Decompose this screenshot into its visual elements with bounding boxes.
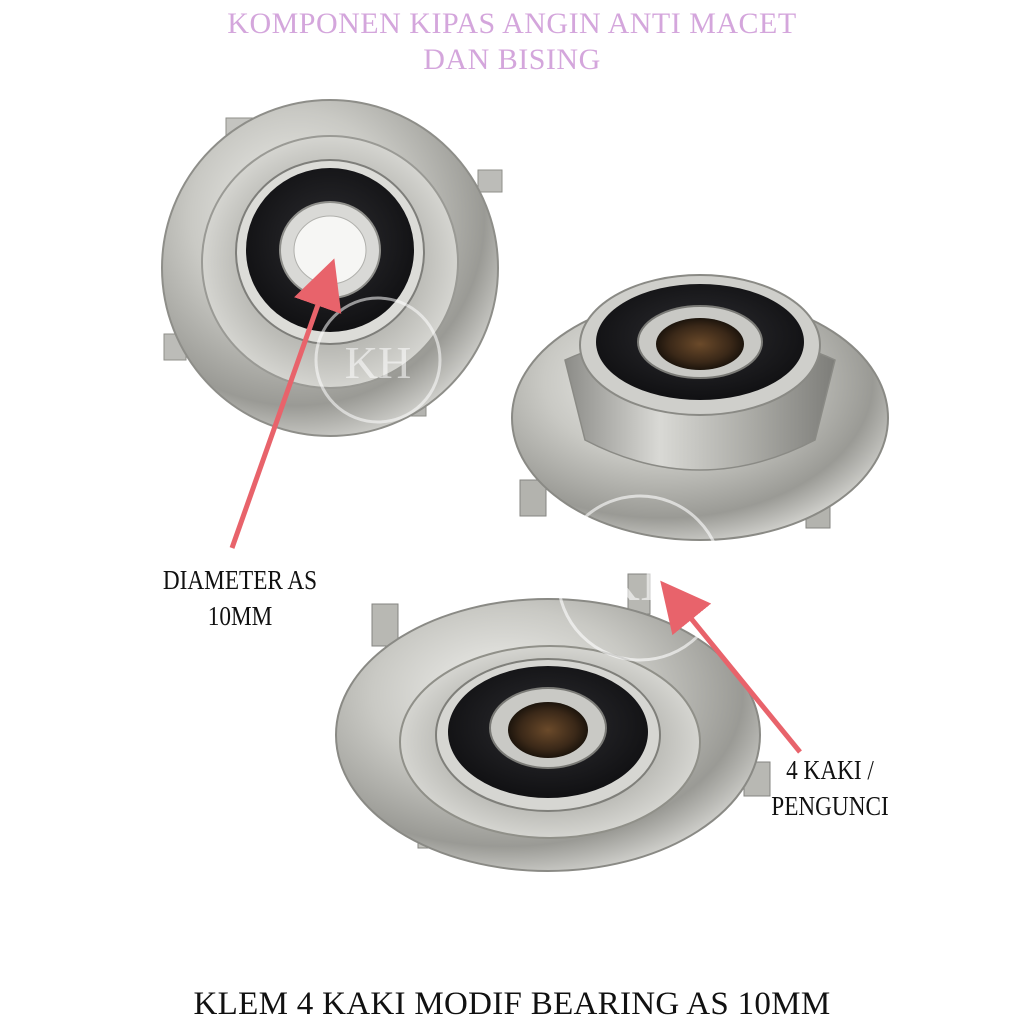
watermark-ring xyxy=(314,296,442,424)
bearing-clamp-bottom xyxy=(335,573,771,872)
diameter-arrow xyxy=(229,258,342,549)
shaft-hole xyxy=(656,318,744,370)
legs-arrow xyxy=(660,580,802,754)
legs-annotation: 4 KAKI / PENGUNCI xyxy=(770,752,890,824)
clamp-leg xyxy=(371,603,399,647)
clamp-leg xyxy=(519,479,547,517)
watermark-monogram: KH xyxy=(597,547,684,613)
watermark-stamp-lower: KH xyxy=(556,494,724,662)
page-title: KOMPONEN KIPAS ANGIN ANTI MACET DAN BISI… xyxy=(0,6,1024,78)
diameter-annotation: DIAMETER AS 10MM xyxy=(154,562,326,634)
shaft-hole xyxy=(508,702,588,758)
bearing-clamp-top-left xyxy=(161,99,503,437)
watermark-stamp-upper: KH xyxy=(314,296,442,424)
diameter-line-2: 10MM xyxy=(207,601,273,631)
title-line-2: DAN BISING xyxy=(423,43,601,76)
diameter-line-1: DIAMETER AS xyxy=(162,565,318,595)
watermark-ring xyxy=(556,494,724,662)
clamp-leg xyxy=(477,169,503,193)
shaft-hole xyxy=(293,215,367,285)
footer-caption: KLEM 4 KAKI MODIF BEARING AS 10MM xyxy=(193,986,831,1022)
watermark-monogram: KH xyxy=(345,337,411,388)
bearing-clamp-right xyxy=(511,274,889,541)
legs-line-1: 4 KAKI / xyxy=(786,755,874,785)
title-line-1: KOMPONEN KIPAS ANGIN ANTI MACET xyxy=(227,7,797,40)
legs-line-2: PENGUNCI xyxy=(771,791,889,821)
